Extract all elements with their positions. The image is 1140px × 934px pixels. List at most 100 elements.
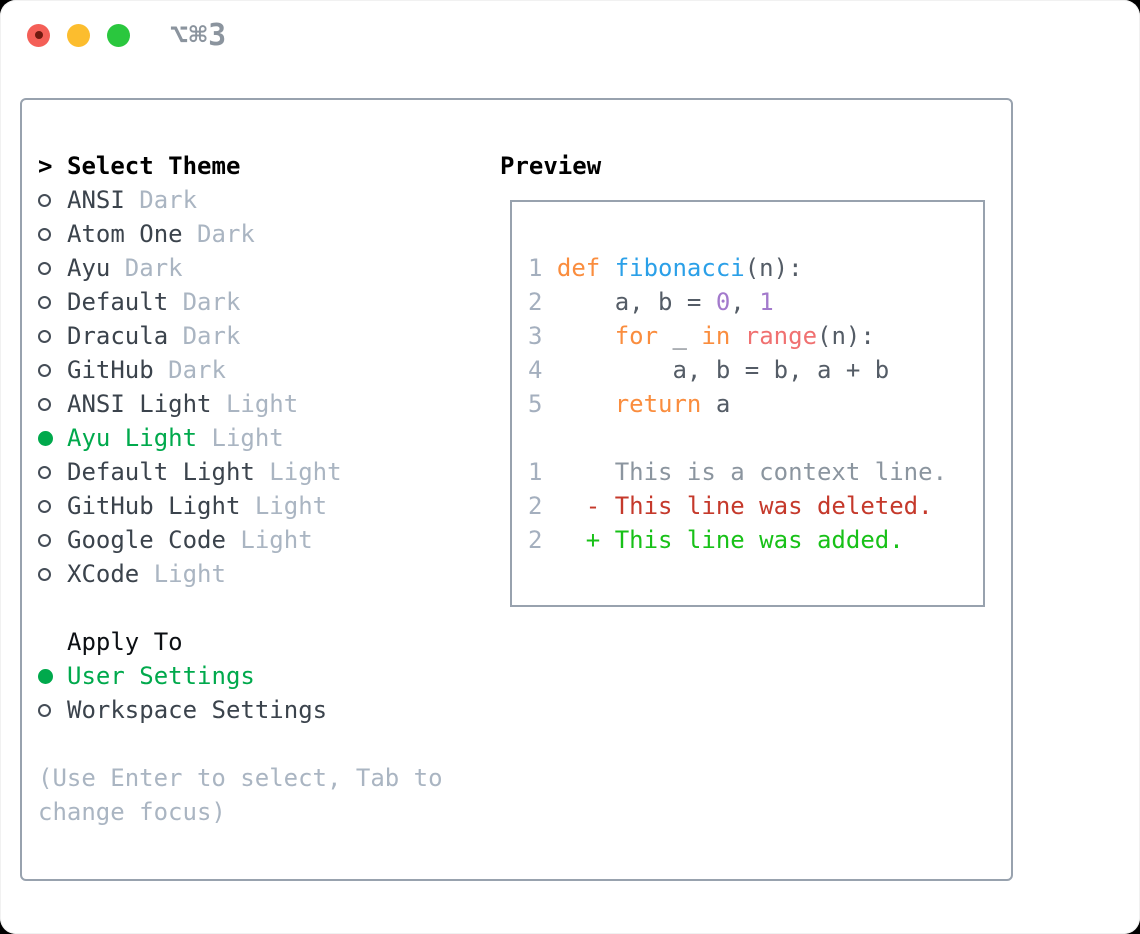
theme-item[interactable]: Ayu Light Light xyxy=(38,421,443,455)
theme-variant-label: Light xyxy=(139,560,226,588)
theme-variant-label: Dark xyxy=(124,186,198,214)
code-token: range xyxy=(744,322,818,350)
preview-title: Preview xyxy=(500,152,602,180)
theme-item-label: GitHub Light xyxy=(67,492,241,520)
theme-item-label: ANSI Light xyxy=(67,390,212,418)
theme-item-label: Dracula xyxy=(67,322,169,350)
code-token: fibonacci xyxy=(614,254,745,282)
code-line: 5 return a xyxy=(528,387,983,421)
theme-item-label: Google Code xyxy=(67,526,226,554)
zoom-button[interactable] xyxy=(107,23,130,47)
outline-circle-icon xyxy=(38,397,51,411)
close-button[interactable] xyxy=(27,23,50,47)
theme-variant-label: Light xyxy=(225,526,313,554)
theme-item-label: ANSI xyxy=(67,186,125,214)
theme-variant-label: Light xyxy=(240,492,328,520)
theme-variant-label: Dark xyxy=(110,254,183,282)
spacer xyxy=(38,591,443,625)
apply-to-header-label: Apply To xyxy=(67,628,183,656)
code-token: + This line was added. xyxy=(556,526,904,554)
code-token: This is a context line. xyxy=(556,458,948,486)
outline-circle-icon xyxy=(38,227,51,241)
theme-item[interactable]: Default Light Light xyxy=(38,455,443,489)
theme-variant-label: Light xyxy=(254,458,342,486)
code-line: 2 + This line was added. xyxy=(528,523,983,557)
line-number: 1 xyxy=(528,254,543,282)
apply-to-header: Apply To xyxy=(38,625,443,659)
theme-item[interactable]: Default Dark xyxy=(38,285,443,319)
outline-circle-icon xyxy=(38,295,51,309)
theme-item[interactable]: Dracula Dark xyxy=(38,319,443,353)
theme-variant-label: Light xyxy=(211,390,299,418)
outline-circle-icon xyxy=(38,329,51,343)
line-number: 2 xyxy=(528,288,543,316)
radio-icon xyxy=(38,499,67,513)
outline-circle-icon xyxy=(38,499,51,513)
radio-icon xyxy=(38,295,67,309)
code-token: , xyxy=(730,288,760,316)
theme-item[interactable]: GitHub Light Light xyxy=(38,489,443,523)
radio-icon xyxy=(38,567,67,581)
code-line: 1 This is a context line. xyxy=(528,455,983,489)
prompt-caret-icon: > xyxy=(38,152,53,180)
code-token: in xyxy=(701,322,731,350)
theme-variant-label: Dark xyxy=(168,288,241,316)
theme-item[interactable]: Ayu Dark xyxy=(38,251,443,285)
radio-selected-icon xyxy=(38,430,67,446)
minimize-button[interactable] xyxy=(67,23,90,47)
theme-item[interactable]: Google Code Light xyxy=(38,523,443,557)
theme-item[interactable]: XCode Light xyxy=(38,557,443,591)
theme-item-label: XCode xyxy=(67,560,140,588)
line-number: 5 xyxy=(528,390,543,418)
code-token: (n): xyxy=(817,322,875,350)
outline-circle-icon xyxy=(38,261,51,275)
outline-circle-icon xyxy=(38,465,51,479)
select-theme-header: > Select Theme xyxy=(38,149,443,183)
code-line: 4 a, b = b, a + b xyxy=(528,353,983,387)
radio-icon xyxy=(38,397,67,411)
code-line: 2 a, b = 0, 1 xyxy=(528,285,983,319)
apply-to-option[interactable]: User Settings xyxy=(38,659,443,693)
code-token: a, b = b, a + b xyxy=(556,356,890,384)
apply-to-option-label: Workspace Settings xyxy=(67,696,328,724)
line-number: 3 xyxy=(528,322,543,350)
radio-icon xyxy=(38,465,67,479)
theme-item-label: Ayu xyxy=(67,254,111,282)
outline-circle-icon xyxy=(38,533,51,547)
theme-item[interactable]: Atom One Dark xyxy=(38,217,443,251)
line-number: 2 xyxy=(528,492,543,520)
code-token xyxy=(557,390,615,418)
select-theme-header-label: Select Theme xyxy=(67,152,241,180)
theme-item[interactable]: ANSI Dark xyxy=(38,183,443,217)
code-token xyxy=(557,322,615,350)
theme-item-label: Default xyxy=(67,288,169,316)
code-line xyxy=(528,421,983,455)
theme-item-label: Ayu Light xyxy=(67,424,198,452)
filled-circle-icon xyxy=(38,430,53,446)
outline-circle-icon xyxy=(38,703,51,717)
code-line: 1 def fibonacci(n): xyxy=(528,251,983,285)
apply-to-option[interactable]: Workspace Settings xyxy=(38,693,443,727)
code-token: (n): xyxy=(744,254,803,282)
radio-icon xyxy=(38,193,67,207)
theme-item-label: Atom One xyxy=(67,220,183,248)
apply-to-option-label: User Settings xyxy=(67,662,255,690)
code-token xyxy=(730,322,744,350)
theme-item[interactable]: GitHub Dark xyxy=(38,353,443,387)
hint-text-line2: change focus) xyxy=(38,798,226,826)
line-number: 1 xyxy=(528,458,543,486)
theme-variant-label: Dark xyxy=(168,322,241,350)
code-token: def xyxy=(556,254,615,282)
outline-circle-icon xyxy=(38,567,51,581)
outline-circle-icon xyxy=(38,193,51,207)
theme-variant-label: Dark xyxy=(182,220,255,248)
radio-icon xyxy=(38,261,67,275)
theme-item[interactable]: ANSI Light Light xyxy=(38,387,443,421)
theme-item-label: GitHub xyxy=(67,356,154,384)
hint-text-line1: (Use Enter to select, Tab to xyxy=(38,764,443,792)
code-token: - This line was deleted. xyxy=(556,492,933,520)
